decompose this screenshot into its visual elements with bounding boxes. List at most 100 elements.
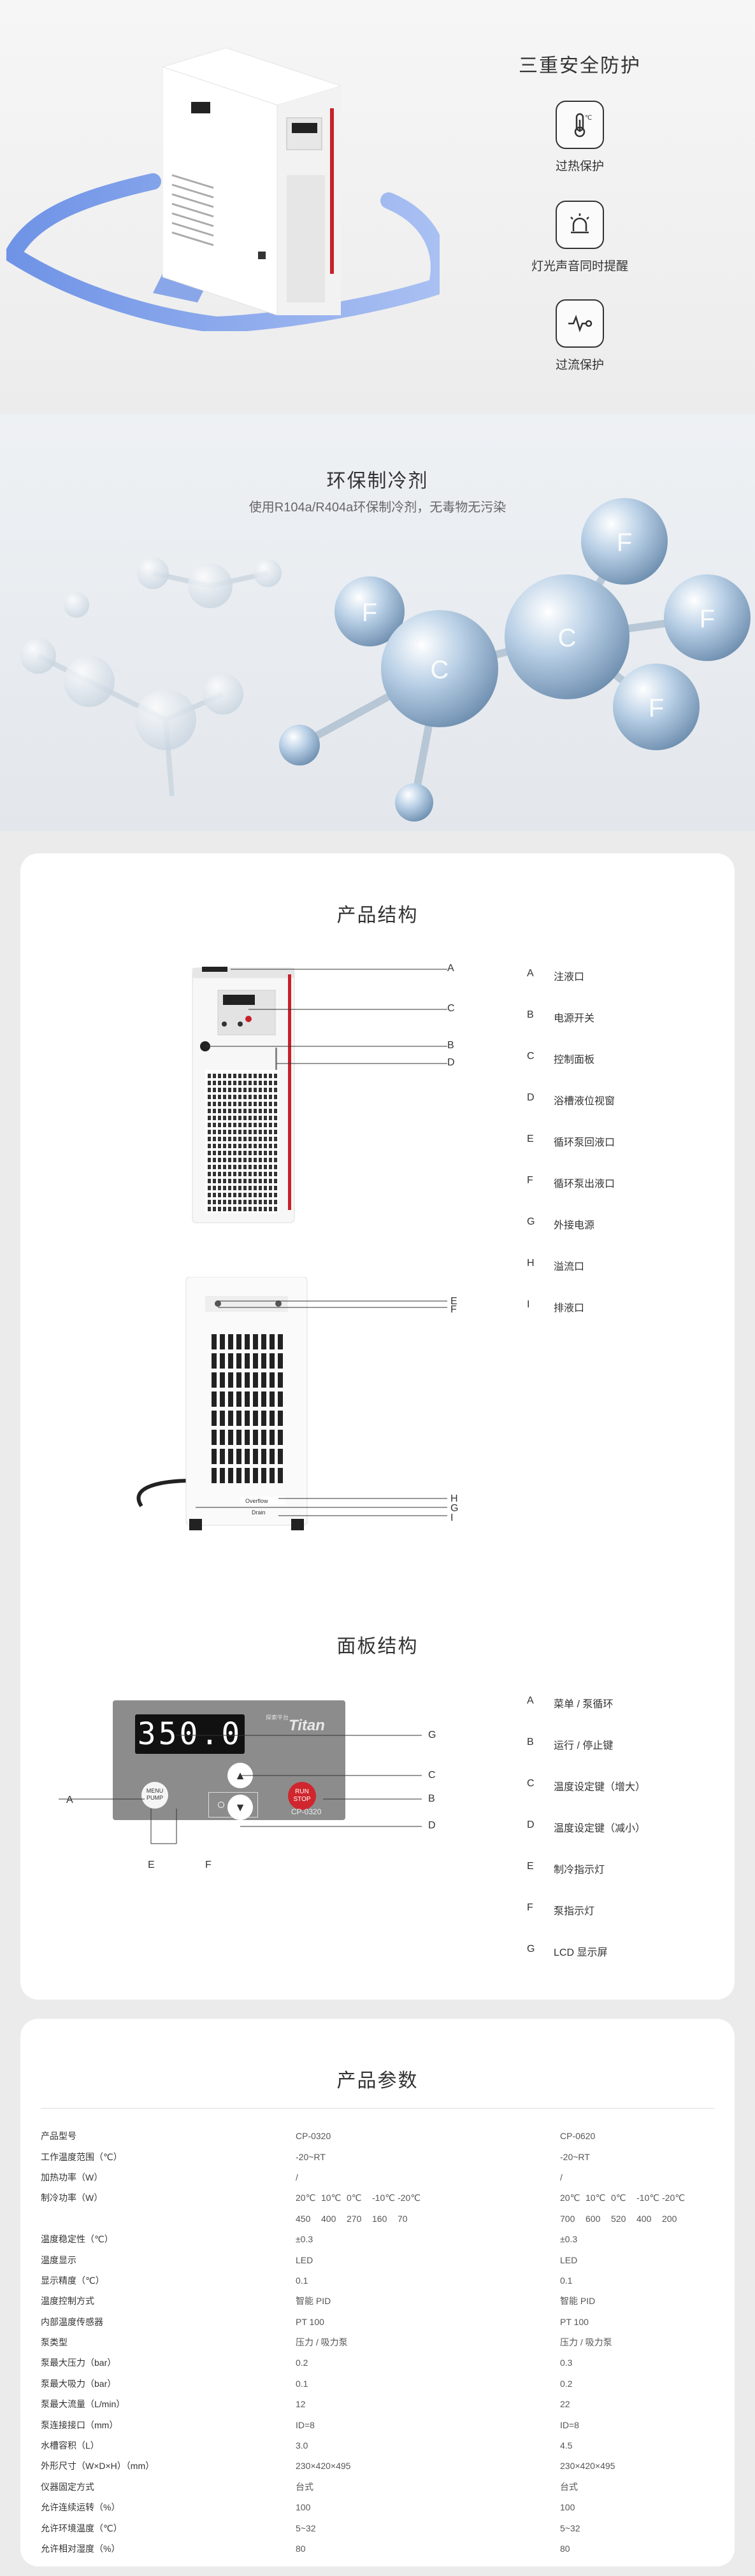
spec-value-cp0320: 压力 / 吸力泵 — [296, 2337, 348, 2348]
molecule-illustration: F F C F C F — [20, 498, 751, 822]
safety-section: 三重安全防护 ℃ 过热保护 灯光声音同时提醒 过流保护 — [0, 0, 755, 414]
callout-a: A — [447, 963, 454, 974]
legend-label: 注液口 — [554, 972, 585, 983]
control-panel: 350.0 探索平台 Titan ▲ MENU PUMP RUN STOP CP… — [113, 1700, 345, 1820]
chiller-illustration — [162, 48, 341, 315]
spec-name: 仪器固定方式 — [41, 2481, 94, 2492]
spec-value-cp0620: 0.2 — [560, 2378, 573, 2389]
overheat-protection: ℃ 过热保护 — [510, 101, 650, 174]
legend-label: 温度设定键（减小） — [554, 1823, 646, 1834]
alarm-reminder: 灯光声音同时提醒 — [510, 201, 650, 274]
legend-key: D — [527, 1092, 535, 1103]
front-view-diagram — [192, 967, 447, 1223]
legend-key: I — [527, 1299, 530, 1310]
spec-value-cp0620: 230×420×495 — [560, 2461, 615, 2472]
spec-value-cp0620: 智能 PID — [560, 2296, 596, 2307]
spec-name: 产品型号 — [41, 2131, 76, 2142]
panel-callout-b: B — [428, 1793, 435, 1804]
spec-name: 允许连续运转（%） — [41, 2502, 120, 2513]
callout-e: E — [450, 1296, 457, 1307]
spec-value-cp0620: -20~RT — [560, 2151, 590, 2162]
spec-power-value: 0℃ — [347, 2192, 362, 2203]
legend-key: B — [527, 1737, 534, 1747]
legend-label: 制冷指示灯 — [554, 1865, 605, 1875]
atom-label: F — [700, 605, 715, 633]
spec-value-cp0620: 22 — [560, 2399, 570, 2410]
spec-power-value: 20℃ — [560, 2192, 580, 2203]
callout-f: F — [450, 1304, 457, 1315]
spec-row: 加热功率（W）// — [41, 2167, 716, 2188]
spec-power-value: 70 — [398, 2213, 408, 2224]
legend-key: H — [527, 1258, 535, 1269]
specs-divider — [41, 2108, 714, 2109]
spec-power-value: 520 — [611, 2213, 626, 2224]
spec-power-value: 10℃ — [586, 2192, 606, 2203]
legend-key: G — [527, 1216, 535, 1227]
legend-row: D 温度设定键（减小） — [527, 1819, 705, 1861]
drain-label: Drain — [252, 1509, 266, 1516]
spec-name: 泵最大吸力（bar） — [41, 2378, 117, 2389]
spec-name: 温度控制方式 — [41, 2296, 94, 2307]
spec-row: 温度稳定性（℃）±0.3±0.3 — [41, 2229, 716, 2249]
legend-key: A — [527, 1695, 534, 1706]
legend-label: 运行 / 停止键 — [554, 1740, 614, 1751]
atom-label: F — [362, 599, 377, 627]
alarm-light-icon — [556, 201, 604, 249]
atom-label: F — [649, 694, 664, 722]
spec-value-cp0620: 压力 / 吸力泵 — [560, 2337, 612, 2348]
spec-row: 仪器固定方式台式台式 — [41, 2477, 716, 2497]
legend-key: A — [527, 968, 534, 979]
spec-name: 制冷功率（W） — [41, 2193, 103, 2203]
spec-value-cp0320: 12 — [296, 2399, 306, 2410]
legend-key: D — [527, 1819, 535, 1830]
legend-row: A 注液口 — [527, 968, 705, 1009]
spec-power-value: 400 — [321, 2213, 336, 2224]
legend-label: 温度设定键（增大） — [554, 1782, 646, 1793]
spec-name: 温度显示 — [41, 2254, 76, 2265]
callout-c: C — [447, 1003, 455, 1014]
spec-value-cp0320: PT 100 — [296, 2316, 324, 2327]
spec-name: 工作温度范围（℃） — [41, 2151, 122, 2162]
svg-text:℃: ℃ — [585, 115, 592, 122]
panel-callout-g: G — [428, 1730, 436, 1740]
spec-name: 允许相对湿度（%） — [41, 2544, 120, 2554]
run-stop-button[interactable]: RUN STOP — [288, 1782, 316, 1810]
temp-down-button[interactable]: ▼ — [227, 1795, 253, 1820]
cooling-indicator — [218, 1802, 224, 1808]
spec-name: 允许环境温度（℃） — [41, 2523, 122, 2533]
atom-label: F — [617, 529, 632, 557]
spec-value-cp0620: 0.3 — [560, 2358, 573, 2368]
spec-power-value: -20℃ — [662, 2192, 685, 2203]
spec-name: 泵连接接口（mm） — [41, 2419, 119, 2430]
callout-d: D — [447, 1057, 455, 1068]
panel-callout-f: F — [205, 1860, 212, 1870]
spec-name: 温度稳定性（℃） — [41, 2234, 113, 2245]
panel-callout-d: D — [428, 1820, 436, 1831]
spec-value-cp0620: 0.1 — [560, 2275, 573, 2286]
refrigerant-section: F F C F C F 环保制冷剂 使用R104a/R404a环保制冷剂，无毒物… — [0, 414, 755, 831]
legend-key: C — [527, 1778, 535, 1789]
spec-value-cp0620: 台式 — [560, 2481, 578, 2492]
specs-title: 产品参数 — [336, 2070, 419, 2091]
lcd-display: 350.0 — [135, 1714, 245, 1754]
menu-pump-button[interactable]: MENU PUMP — [141, 1782, 168, 1809]
legend-key: G — [527, 1944, 535, 1954]
brand-logo: Titan — [289, 1717, 325, 1734]
